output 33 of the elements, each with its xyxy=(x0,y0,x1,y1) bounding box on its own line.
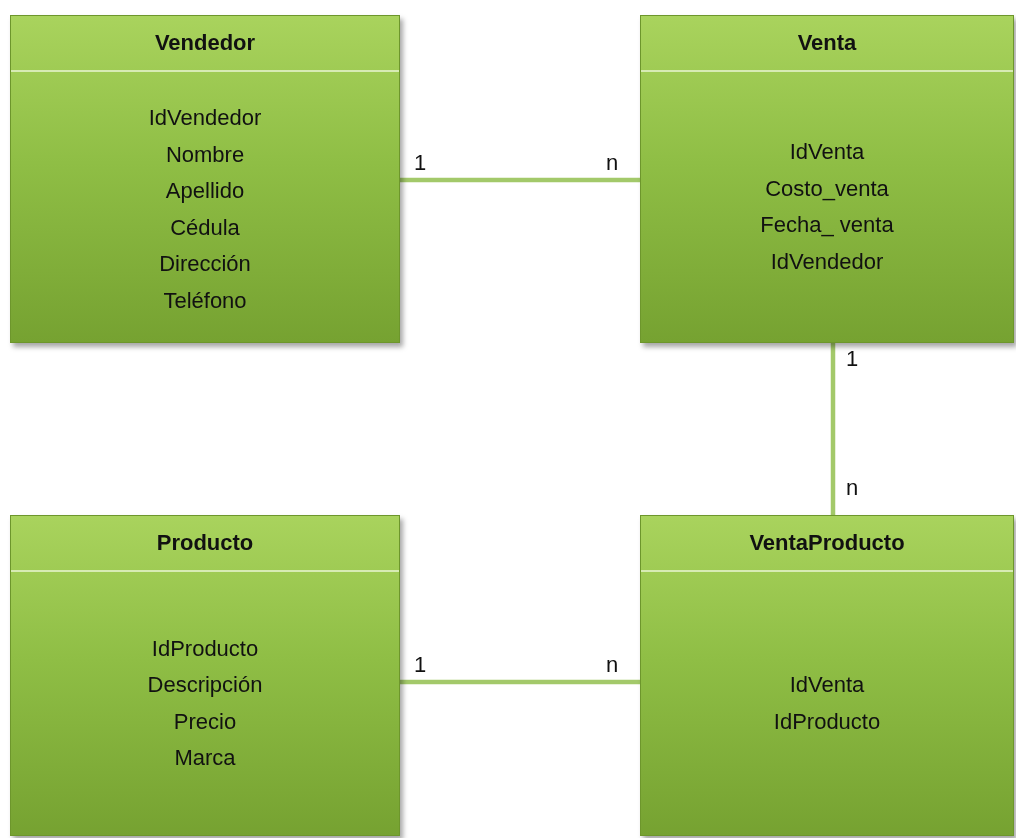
entity-name: Producto xyxy=(156,530,254,556)
entity-table xyxy=(10,15,400,343)
attribute-name: IdVenta xyxy=(789,671,865,699)
cardinality-label: 1 xyxy=(414,150,427,176)
entity-name: VentaProducto xyxy=(749,530,905,556)
attribute-name: IdProducto xyxy=(151,634,259,663)
cardinality-label: 1 xyxy=(846,346,859,372)
attribute-name: Nombre xyxy=(165,140,245,169)
attribute-name: Marca xyxy=(174,744,236,772)
attribute-name: IdProducto xyxy=(773,707,881,736)
entity-name: Vendedor xyxy=(154,30,256,56)
attribute-name: Teléfono xyxy=(163,286,247,315)
attribute-name: Fecha_ venta xyxy=(760,211,894,239)
relationship-line xyxy=(400,679,640,685)
attribute-name: IdVendedor xyxy=(148,104,262,132)
cardinality-label: n xyxy=(606,652,619,678)
cardinality-label: n xyxy=(606,150,619,176)
attribute-name: IdVendedor xyxy=(770,247,884,276)
cardinality-label: 1 xyxy=(414,652,427,678)
entity-table xyxy=(640,515,1014,836)
attribute-name: Apellido xyxy=(165,177,245,205)
attribute-name: Dirección xyxy=(159,250,251,278)
attribute-name: IdVenta xyxy=(789,138,865,166)
attribute-name: Costo_venta xyxy=(765,174,889,203)
cardinality-label: n xyxy=(846,475,859,501)
attribute-name: Precio xyxy=(173,707,237,736)
attribute-name: Cédula xyxy=(170,213,240,242)
entity-table xyxy=(10,515,400,836)
relationship-line xyxy=(400,177,640,183)
relationship-line xyxy=(830,343,836,515)
entity-table xyxy=(640,15,1014,343)
attribute-name: Descripción xyxy=(147,671,263,699)
entity-name: Venta xyxy=(797,30,857,56)
